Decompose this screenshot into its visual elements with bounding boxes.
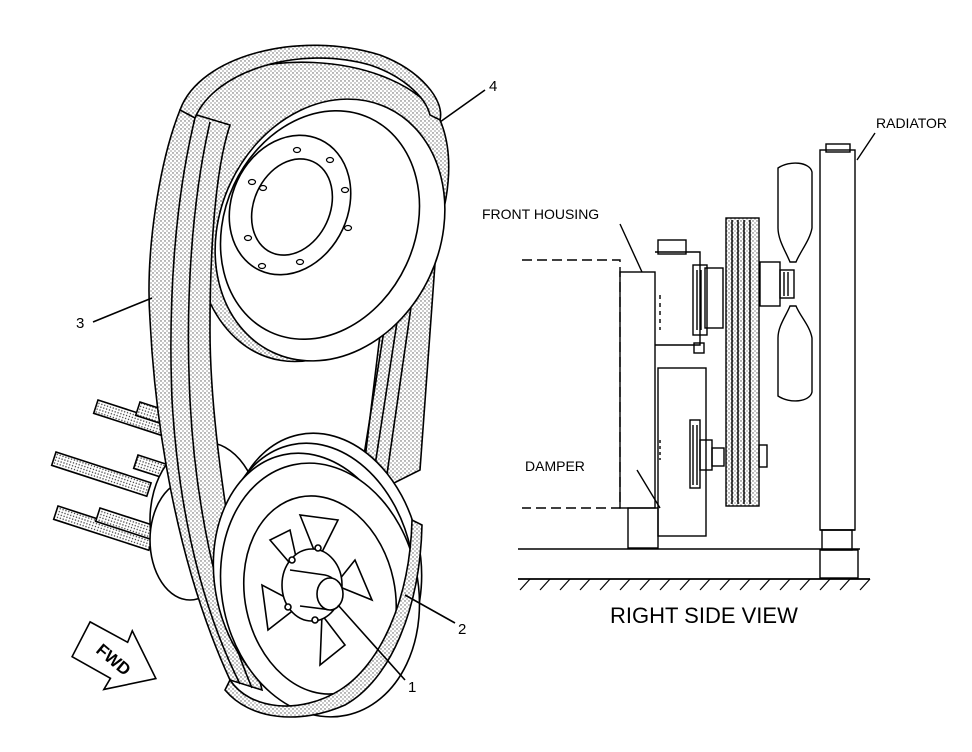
callout-3: 3 (76, 315, 84, 332)
belt-drive-perspective (50, 44, 450, 718)
fan-pulley (179, 61, 450, 363)
crank-pulley (212, 432, 423, 718)
ground-hatch (519, 578, 871, 591)
fwd-arrow: FWD (71, 620, 158, 691)
mounting-studs (50, 398, 180, 552)
fan (759, 162, 813, 402)
engine-outline (522, 259, 621, 509)
bolt-holes (243, 146, 353, 270)
callout-leaders (92, 89, 486, 681)
right-side-view (518, 132, 876, 591)
crank-hub-bolts (284, 544, 322, 624)
callout-2: 2 (458, 621, 466, 638)
radiator (819, 143, 859, 579)
callout-1: 1 (408, 679, 416, 696)
damper (657, 367, 725, 537)
stud (50, 450, 153, 498)
belt-side-view (725, 217, 768, 507)
damper-label: DAMPER (525, 458, 585, 474)
front-housing (619, 239, 724, 549)
side-view-title: RIGHT SIDE VIEW (610, 603, 798, 628)
front-housing-label: FRONT HOUSING (482, 206, 599, 222)
belt-front-strand (148, 109, 264, 692)
callout-4: 4 (489, 78, 497, 95)
side-view-leaders (619, 132, 876, 509)
radiator-label: RADIATOR (876, 115, 947, 131)
